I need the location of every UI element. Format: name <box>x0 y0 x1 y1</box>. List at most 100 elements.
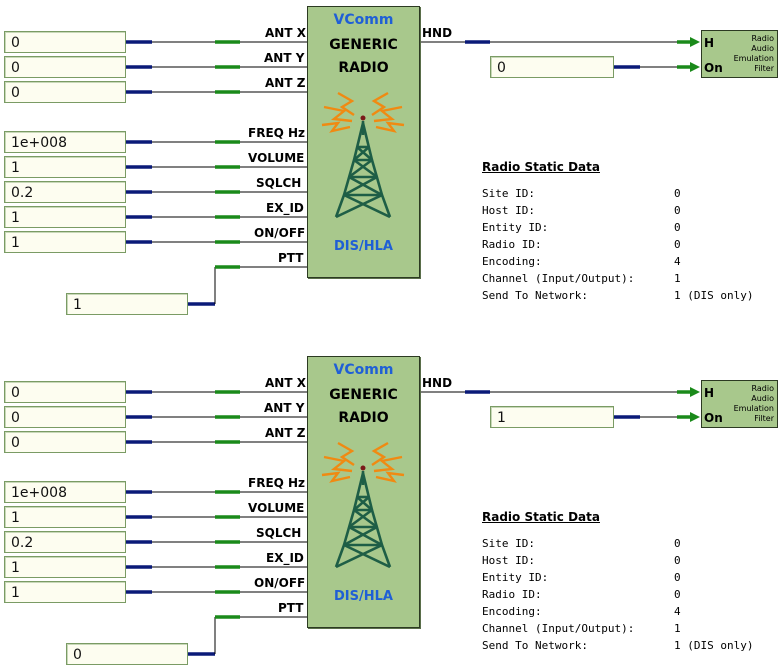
port-label-sqlch: SQLCH <box>256 526 302 540</box>
static-data-value: 0 <box>674 554 681 567</box>
static-data-value: 4 <box>674 605 681 618</box>
static-data-value: 0 <box>674 204 681 217</box>
filter-on-input-field[interactable]: 1 <box>490 406 614 428</box>
input-field-ex-id[interactable]: 1 <box>4 556 126 578</box>
port-label-freq: FREQ Hz <box>248 476 306 490</box>
port-label-ant-y: ANT Y <box>264 401 305 415</box>
filter-port-h: H <box>704 36 715 50</box>
input-field-ant-z[interactable]: 0 <box>4 431 126 453</box>
input-field-ant-z[interactable]: 0 <box>4 81 126 103</box>
port-label-freq: FREQ Hz <box>248 126 306 140</box>
input-field-ant-x[interactable]: 0 <box>4 31 126 53</box>
input-field-freq[interactable]: 1e+008 <box>4 131 126 153</box>
static-data-label: Radio ID: <box>482 238 542 251</box>
static-data-label: Radio ID: <box>482 588 542 601</box>
port-label-on-off: ON/OFF <box>254 576 306 590</box>
port-label-ptt: PTT <box>278 601 304 615</box>
port-label-on-off: ON/OFF <box>254 226 306 240</box>
radio-tower-icon <box>321 91 405 219</box>
static-data-value: 0 <box>674 537 681 550</box>
static-data-label: Host ID: <box>482 204 535 217</box>
port-label-ant-x: ANT X <box>265 376 306 390</box>
signal-arrow-icon <box>690 37 700 47</box>
input-field-on-off[interactable]: 1 <box>4 231 126 253</box>
input-field-ant-x[interactable]: 0 <box>4 381 126 403</box>
static-data-value: 0 <box>674 571 681 584</box>
static-data-label: Channel (Input/Output): <box>482 622 635 635</box>
signal-arrow-icon <box>690 62 700 72</box>
port-label-ant-y: ANT Y <box>264 51 305 65</box>
static-data-title: Radio Static Data <box>482 160 600 174</box>
static-data-title: Radio Static Data <box>482 510 600 524</box>
filter-port-on: On <box>704 61 723 75</box>
static-data-label: Site ID: <box>482 187 535 200</box>
static-data-label: Site ID: <box>482 537 535 550</box>
static-data-label: Entity ID: <box>482 571 549 584</box>
input-field-ptt[interactable]: 1 <box>66 293 188 315</box>
filter-label-line: Radio <box>751 34 774 43</box>
port-label-volume: VOLUME <box>248 151 305 165</box>
port-label-sqlch: SQLCH <box>256 176 302 190</box>
static-data-value: 0 <box>674 221 681 234</box>
radio-brand: VComm <box>333 12 394 28</box>
input-field-ant-y[interactable]: 0 <box>4 406 126 428</box>
radio-title-line2: RADIO <box>338 410 389 426</box>
filter-label-line: Emulation <box>733 54 774 63</box>
filter-label-line: Filter <box>754 64 774 73</box>
static-data-value: 1 (DIS only) <box>674 289 754 302</box>
input-field-on-off[interactable]: 1 <box>4 581 126 603</box>
input-field-sqlch[interactable]: 0.2 <box>4 181 126 203</box>
static-data-label: Send To Network: <box>482 639 588 652</box>
radio-brand: VComm <box>333 362 394 378</box>
static-data-value: 1 <box>674 622 681 635</box>
port-label-hnd: HND <box>422 376 453 390</box>
filter-label-line: Radio <box>751 384 774 393</box>
static-data-label: Entity ID: <box>482 221 549 234</box>
input-field-ant-y[interactable]: 0 <box>4 56 126 78</box>
filter-label-line: Filter <box>754 414 774 423</box>
static-data-value: 4 <box>674 255 681 268</box>
filter-port-h: H <box>704 386 715 400</box>
filter-on-input-field[interactable]: 0 <box>490 56 614 78</box>
radio-title-line1: GENERIC <box>329 37 398 53</box>
signal-arrow-icon <box>690 412 700 422</box>
input-field-sqlch[interactable]: 0.2 <box>4 531 126 553</box>
signal-arrow-icon <box>690 387 700 397</box>
port-label-ant-z: ANT Z <box>265 426 306 440</box>
port-label-ex-id: EX_ID <box>266 551 304 565</box>
filter-label-line: Audio <box>751 394 774 403</box>
static-data-value: 0 <box>674 588 681 601</box>
static-data-label: Send To Network: <box>482 289 588 302</box>
radio-protocol: DIS/HLA <box>334 239 393 254</box>
static-data-value: 0 <box>674 238 681 251</box>
filter-label-line: Emulation <box>733 404 774 413</box>
port-label-hnd: HND <box>422 26 453 40</box>
static-data-label: Channel (Input/Output): <box>482 272 635 285</box>
port-label-ptt: PTT <box>278 251 304 265</box>
input-field-freq[interactable]: 1e+008 <box>4 481 126 503</box>
static-data-label: Encoding: <box>482 605 542 618</box>
static-data-value: 1 <box>674 272 681 285</box>
port-label-volume: VOLUME <box>248 501 305 515</box>
input-field-ex-id[interactable]: 1 <box>4 206 126 228</box>
port-label-ex-id: EX_ID <box>266 201 304 215</box>
static-data-value: 1 (DIS only) <box>674 639 754 652</box>
static-data-label: Host ID: <box>482 554 535 567</box>
radio-protocol: DIS/HLA <box>334 589 393 604</box>
filter-label-line: Audio <box>751 44 774 53</box>
radio-tower-icon <box>321 441 405 569</box>
static-data-value: 0 <box>674 187 681 200</box>
radio-title-line2: RADIO <box>338 60 389 76</box>
input-field-ptt[interactable]: 0 <box>66 643 188 665</box>
port-label-ant-z: ANT Z <box>265 76 306 90</box>
radio-title-line1: GENERIC <box>329 387 398 403</box>
input-field-volume[interactable]: 1 <box>4 506 126 528</box>
input-field-volume[interactable]: 1 <box>4 156 126 178</box>
